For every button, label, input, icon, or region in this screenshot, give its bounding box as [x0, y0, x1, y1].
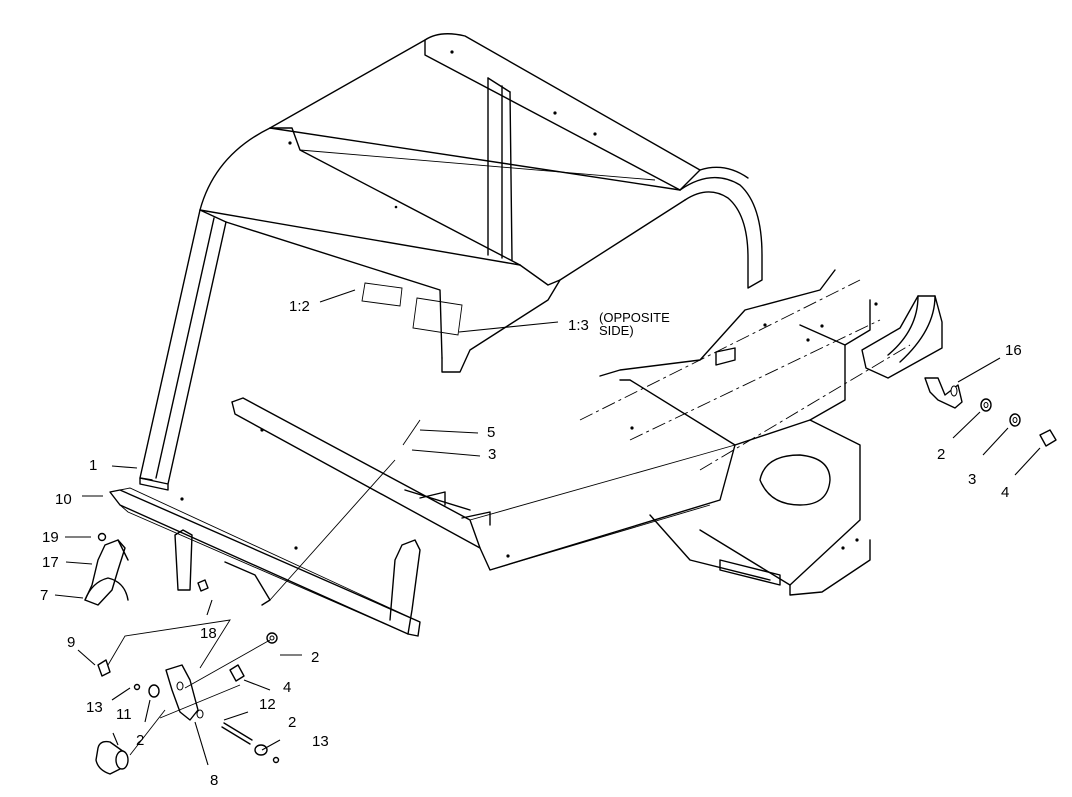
- opposite-side-note-line1: (OPPOSITE: [599, 310, 670, 325]
- callout-12: 12: [259, 696, 276, 713]
- callout-13-left: 13: [86, 699, 103, 716]
- callout-17: 17: [42, 554, 59, 571]
- callout-1: 1: [89, 457, 97, 474]
- callout-18: 18: [200, 625, 217, 642]
- callout-13-right: 13: [312, 733, 329, 750]
- callout-19: 19: [42, 529, 59, 546]
- callout-2-right: 2: [937, 446, 945, 463]
- callout-2-lower-left: 2: [136, 732, 144, 749]
- callout-16: 16: [1005, 342, 1022, 359]
- callout-4-middle: 4: [283, 679, 291, 696]
- callout-4-right: 4: [1001, 484, 1009, 501]
- callout-2-middle: 2: [311, 649, 319, 666]
- decal-1-2: [361, 282, 403, 307]
- roll-bar-frame: [139, 33, 763, 491]
- vehicle-chassis: [231, 269, 911, 596]
- callout-labels: 1 10 19 17 7 18 9 13 11 2 8 12 2 13 2 4 …: [40, 298, 1022, 789]
- assembly-lines: [107, 419, 421, 756]
- callout-3-center: 3: [488, 446, 496, 463]
- callout-1-2: 1:2: [289, 298, 310, 315]
- left-hardware: [84, 532, 209, 606]
- callout-1-3: 1:3: [568, 317, 589, 334]
- callout-10: 10: [55, 491, 72, 508]
- callout-11: 11: [116, 706, 132, 723]
- mount-bar: [109, 487, 421, 637]
- callout-3-right: 3: [968, 471, 976, 488]
- right-bracket-assembly: [861, 295, 1057, 447]
- callout-2-bottom: 2: [288, 714, 296, 731]
- opposite-side-note-line2: SIDE): [599, 323, 634, 338]
- callout-9: 9: [67, 634, 75, 651]
- callout-5: 5: [487, 424, 495, 441]
- bottom-assembly: [95, 632, 280, 775]
- callout-7: 7: [40, 587, 48, 604]
- decal-1-3: [412, 297, 463, 336]
- callout-8: 8: [210, 772, 218, 789]
- leader-lines: [54, 289, 1041, 766]
